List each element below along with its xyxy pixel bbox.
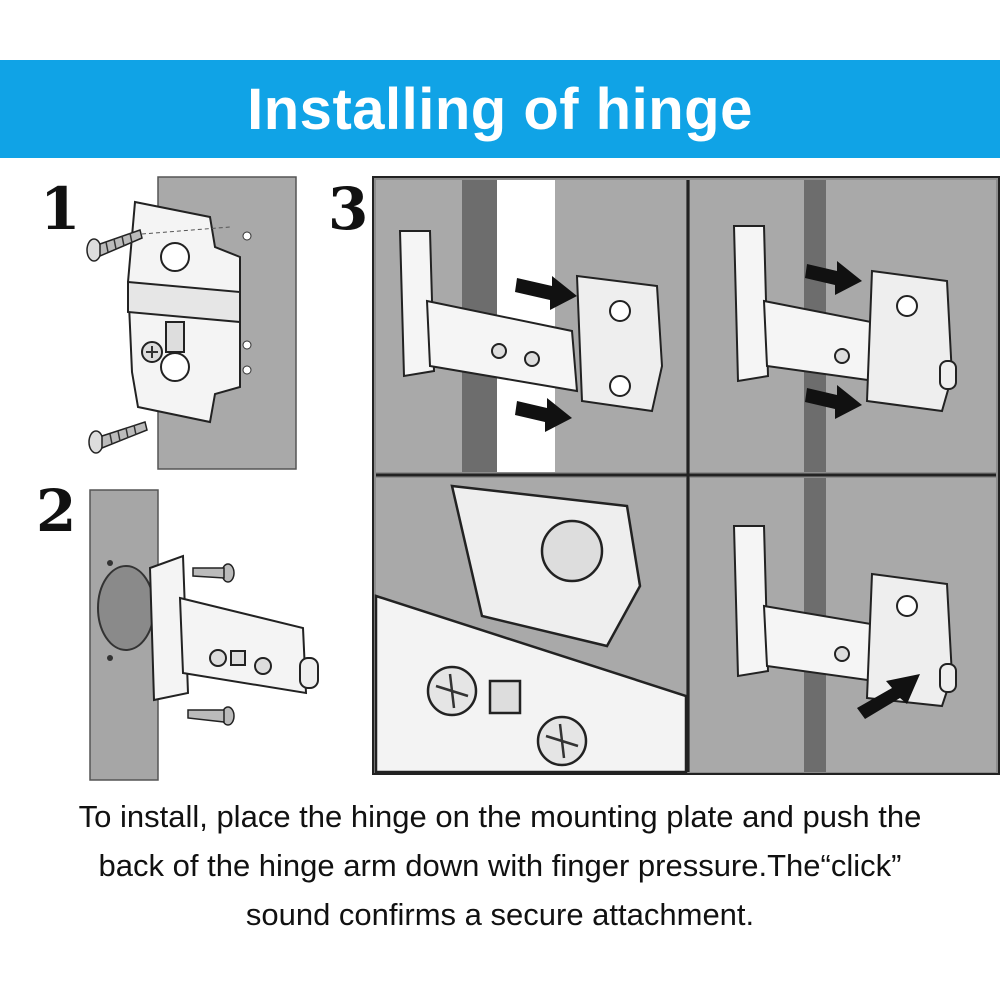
step-1-mounting-plate-illustration (70, 172, 300, 472)
step-3-panel-grid (372, 176, 1000, 776)
caption-line-3: sound confirms a secure attachment. (245, 897, 755, 932)
hinge-screws (187, 563, 235, 726)
push-arrow-br (857, 674, 920, 719)
step-number-3: 3 (328, 175, 369, 243)
push-arrows-tl (515, 276, 577, 432)
screw-bottom (88, 421, 148, 454)
cup-hole (97, 565, 155, 651)
header-banner: Installing of hinge (0, 60, 1000, 158)
step-number-1: 1 (40, 175, 81, 243)
push-arrows-tr (805, 261, 862, 419)
caption-line-1: To install, place the hinge on the mount… (78, 799, 922, 834)
mounting-plate (126, 200, 241, 424)
screw-top (86, 229, 143, 262)
page-title: Installing of hinge (247, 76, 753, 142)
instruction-caption: To install, place the hinge on the mount… (30, 792, 970, 939)
step-number-2: 2 (36, 477, 77, 545)
hinge-body (148, 554, 319, 702)
caption-line-2: back of the hinge arm down with finger p… (98, 848, 902, 883)
step-2-hinge-cup-illustration (88, 488, 338, 783)
